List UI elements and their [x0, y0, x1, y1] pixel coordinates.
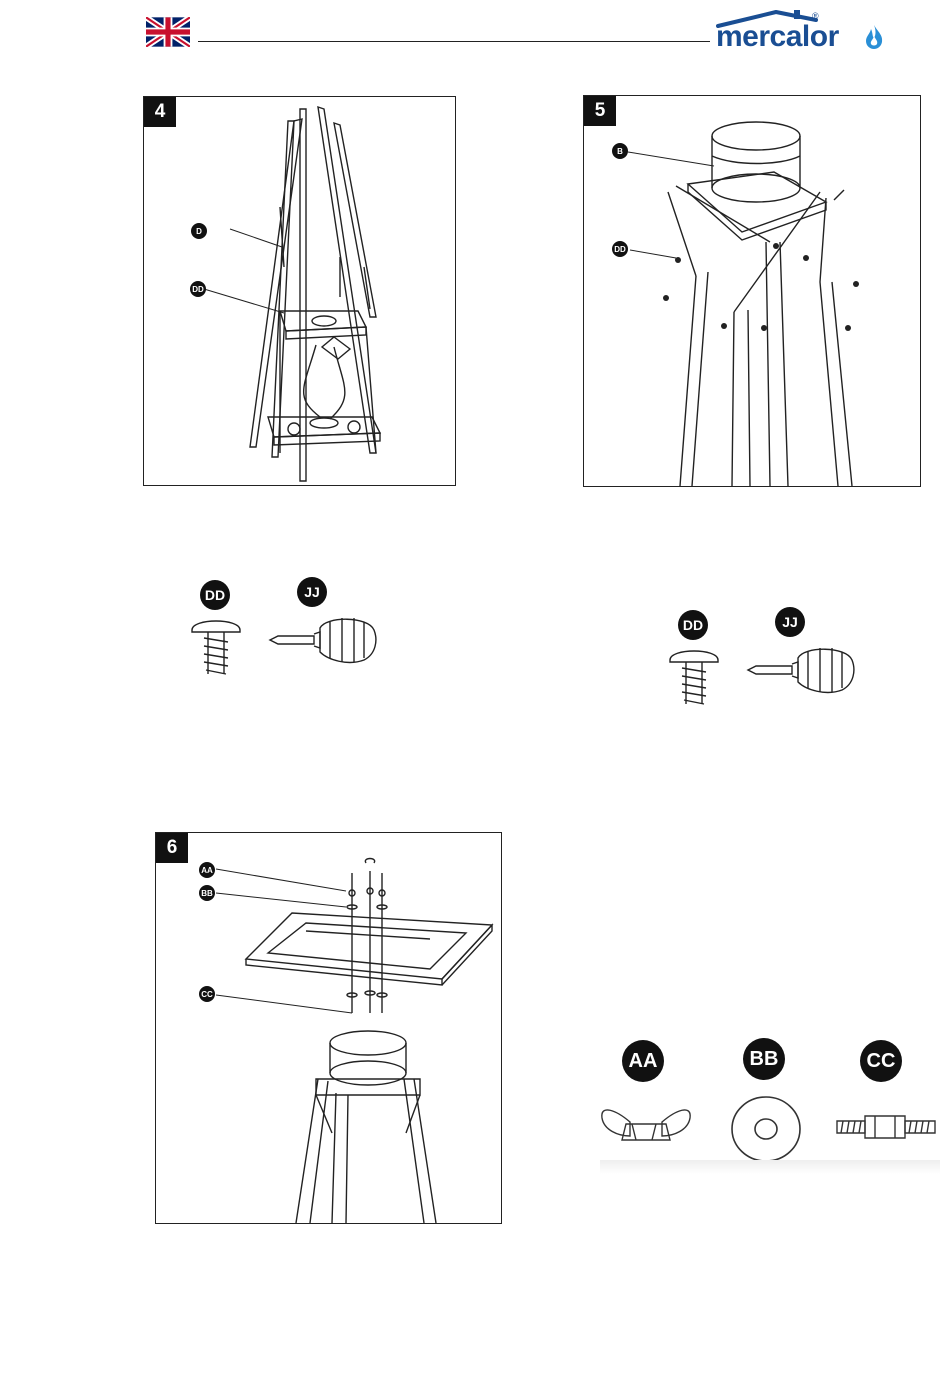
wing-nut-icon — [596, 1100, 696, 1150]
header-divider — [198, 41, 710, 42]
tool-label-dd: DD — [678, 610, 708, 640]
parts-shadow — [600, 1160, 940, 1174]
brand-logo-text: mercalor — [716, 20, 839, 54]
part-label-aa: AA — [622, 1040, 664, 1082]
callout-dd: DD — [612, 241, 628, 257]
tool-label-jj: JJ — [775, 607, 805, 637]
step-4-panel: 4 D DD — [143, 96, 456, 486]
callout-aa: AA — [199, 862, 215, 878]
uk-flag-icon — [146, 17, 190, 47]
callout-d: D — [191, 223, 207, 239]
callout-bb: BB — [199, 885, 215, 901]
washer-icon — [729, 1094, 803, 1164]
part-label-cc: CC — [860, 1040, 902, 1082]
callout-b: B — [612, 143, 628, 159]
burner-mount-illustration — [584, 96, 920, 486]
tool-label-jj: JJ — [297, 577, 327, 607]
screw-icon — [666, 644, 722, 708]
screw-icon — [188, 614, 244, 678]
screwdriver-icon — [268, 614, 378, 664]
part-label-bb: BB — [743, 1038, 785, 1080]
tool-label-dd: DD — [200, 580, 230, 610]
screwdriver-icon — [746, 644, 856, 694]
spacer-stud-icon — [835, 1112, 939, 1142]
step-6-panel: 6 AA BB CC — [155, 832, 502, 1224]
callout-cc: CC — [199, 986, 215, 1002]
step-5-panel: 5 B DD — [583, 95, 921, 487]
registered-mark: ® — [812, 11, 819, 21]
callout-dd: DD — [190, 281, 206, 297]
flame-icon — [864, 24, 884, 50]
